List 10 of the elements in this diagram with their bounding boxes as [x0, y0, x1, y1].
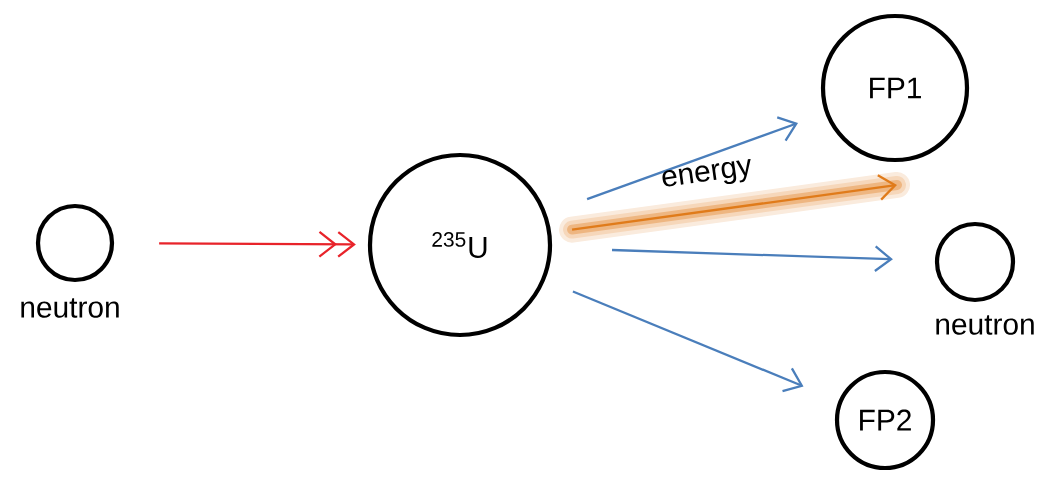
energy-arrow — [571, 174, 897, 231]
arrow — [159, 231, 356, 258]
particle-circle — [934, 221, 1016, 303]
particle-label: neutron — [21, 298, 119, 318]
particle-circle — [35, 203, 115, 283]
arrow — [572, 290, 804, 393]
arrow — [612, 245, 893, 272]
arrow — [586, 116, 799, 201]
particle-label: neutron — [936, 315, 1034, 335]
edge-label: energy — [662, 158, 751, 187]
